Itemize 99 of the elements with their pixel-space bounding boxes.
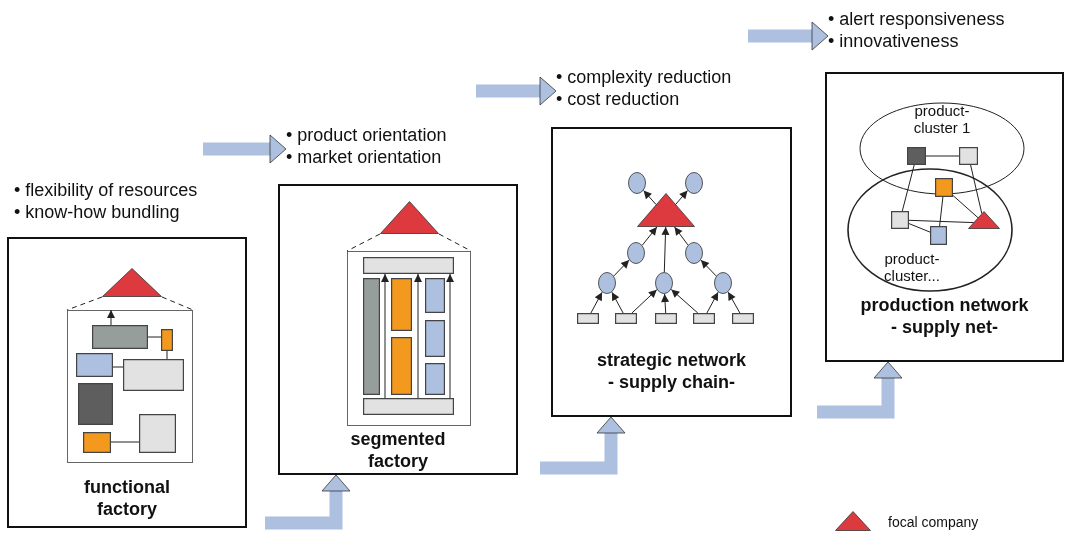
arrow (675, 190, 688, 205)
connector-line (901, 164, 915, 212)
arrow (661, 226, 670, 273)
arrow (381, 273, 389, 399)
factory-outline (347, 251, 471, 426)
partner-circle (598, 272, 616, 294)
stage-panel (551, 127, 792, 417)
partner-circle (627, 242, 645, 264)
segment-bar (391, 278, 412, 331)
supplier-box (693, 313, 715, 324)
panel-title: production network (859, 294, 1030, 316)
arrow (727, 291, 741, 314)
arrow (700, 259, 717, 277)
panel-title: strategic network (595, 349, 747, 371)
segment-bar (425, 320, 445, 357)
supplier-box (732, 313, 754, 324)
unit-box (78, 383, 113, 425)
supplier-box (655, 313, 677, 324)
unit-box (161, 329, 173, 351)
unit-square (891, 211, 909, 229)
panel-title: functional factory (83, 476, 171, 520)
focal-company-triangle (380, 201, 439, 234)
bullet-point-text: • flexibility of resources (14, 179, 198, 201)
block-arrow (540, 416, 626, 475)
connector-line (112, 366, 124, 368)
factory-outline (67, 310, 193, 463)
connector-line (952, 195, 979, 219)
partner-circle (685, 172, 703, 194)
supplier-box (615, 313, 637, 324)
panel-subtitle: - supply chain- (607, 371, 736, 393)
arrow (613, 259, 630, 277)
cluster-label: product- cluster 1 (912, 102, 972, 136)
connector-line (110, 441, 140, 443)
arrow (631, 289, 658, 314)
connector-line (925, 155, 960, 157)
connector-line (970, 164, 983, 214)
arrow (661, 293, 670, 314)
connector-line (939, 196, 944, 227)
segment-bar (363, 278, 380, 395)
unit-square (959, 147, 978, 165)
stage-panel (7, 237, 247, 528)
unit-box (76, 353, 113, 377)
bullet-point-text: • complexity reduction (556, 66, 732, 88)
unit-box (83, 432, 111, 453)
stage-panel (278, 184, 518, 475)
connector-line (147, 336, 162, 338)
dashed-line (161, 296, 194, 311)
panel-subtitle: - supply net- (890, 316, 999, 338)
partner-circle (655, 272, 673, 294)
unit-square (907, 147, 926, 165)
legend-label: focal company (888, 514, 979, 530)
focal-company-triangle (102, 268, 162, 297)
focal-company-triangle (968, 211, 1000, 229)
cluster-ellipse (859, 102, 1025, 195)
block-arrow (748, 21, 829, 51)
bullet-point-text: • alert responsiveness (828, 8, 1005, 30)
unit-box (92, 325, 148, 349)
arrow (446, 273, 454, 399)
block-arrow (476, 76, 557, 106)
block-arrow (265, 474, 351, 530)
bullet-point-text: • cost reduction (556, 88, 681, 110)
arrow (414, 273, 422, 399)
focal-company-triangle (637, 193, 695, 227)
unit-box (123, 359, 184, 391)
connector-line (908, 219, 975, 224)
arrow (670, 289, 699, 314)
connector-line (908, 223, 931, 233)
segment-bar (391, 337, 412, 395)
arrow (643, 190, 657, 206)
dashed-line (346, 233, 381, 252)
segment-bar (425, 278, 445, 313)
process-bar (363, 398, 454, 415)
unit-square (935, 178, 953, 197)
arrow (641, 226, 658, 246)
bullet-point-text: • know-how bundling (14, 201, 181, 223)
segment-bar (425, 363, 445, 395)
arrow (590, 291, 603, 314)
bullet-point-text: • product orientation (286, 124, 447, 146)
arrow (674, 226, 689, 246)
process-bar (363, 257, 454, 274)
arrow (611, 291, 624, 314)
unit-square (930, 226, 947, 245)
stage-panel (825, 72, 1064, 362)
dashed-line (66, 296, 103, 311)
supplier-box (577, 313, 599, 324)
arrow (107, 309, 115, 326)
unit-box (139, 414, 176, 453)
panel-title: segmented factory (349, 428, 447, 472)
partner-circle (685, 242, 703, 264)
partner-circle (714, 272, 732, 294)
partner-circle (628, 172, 646, 194)
bullet-point-text: • innovativeness (828, 30, 960, 52)
arrow (706, 291, 719, 314)
block-arrow (817, 361, 903, 419)
connector-line (166, 350, 168, 360)
block-arrow (203, 134, 287, 164)
cluster-ellipse (847, 168, 1013, 292)
bullet-point-text: • market orientation (286, 146, 443, 168)
cluster-label: product- cluster... (883, 250, 941, 284)
